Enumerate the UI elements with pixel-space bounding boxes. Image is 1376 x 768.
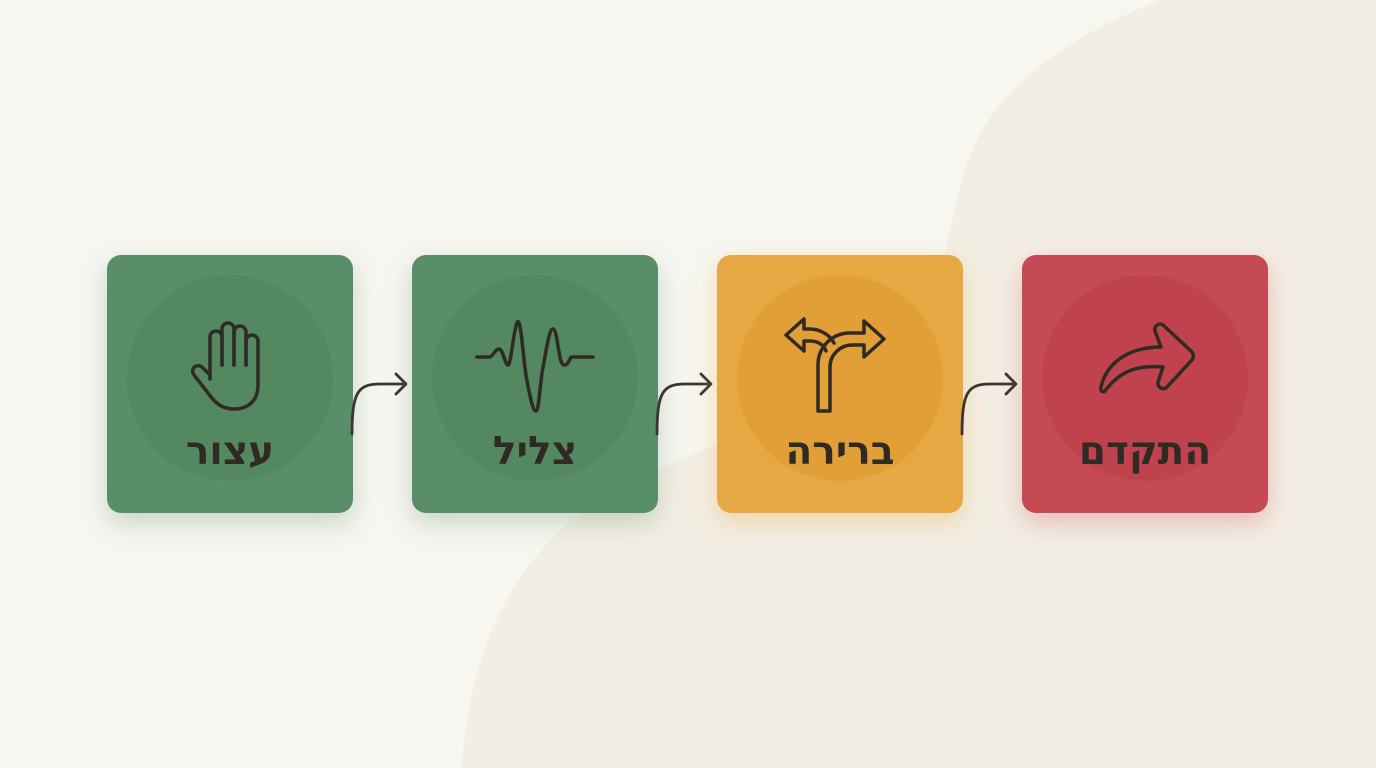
raised-hand-icon <box>170 303 290 423</box>
forward-arrow-icon <box>1085 303 1205 423</box>
step-label: עצור <box>185 429 275 474</box>
step-label: צליל <box>492 429 578 474</box>
connector-arrow <box>348 362 412 438</box>
connector-arrow <box>958 362 1022 438</box>
step-sound: צליל <box>412 255 658 513</box>
step-proceed: התקדם <box>1022 255 1268 513</box>
step-choice: ברירה <box>717 255 963 513</box>
connector-arrow <box>653 362 717 438</box>
step-label: התקדם <box>1078 429 1212 474</box>
step-stop: עצור <box>107 255 353 513</box>
sound-wave-icon <box>475 303 595 423</box>
split-arrow-icon <box>780 303 900 423</box>
step-label: ברירה <box>785 429 895 474</box>
